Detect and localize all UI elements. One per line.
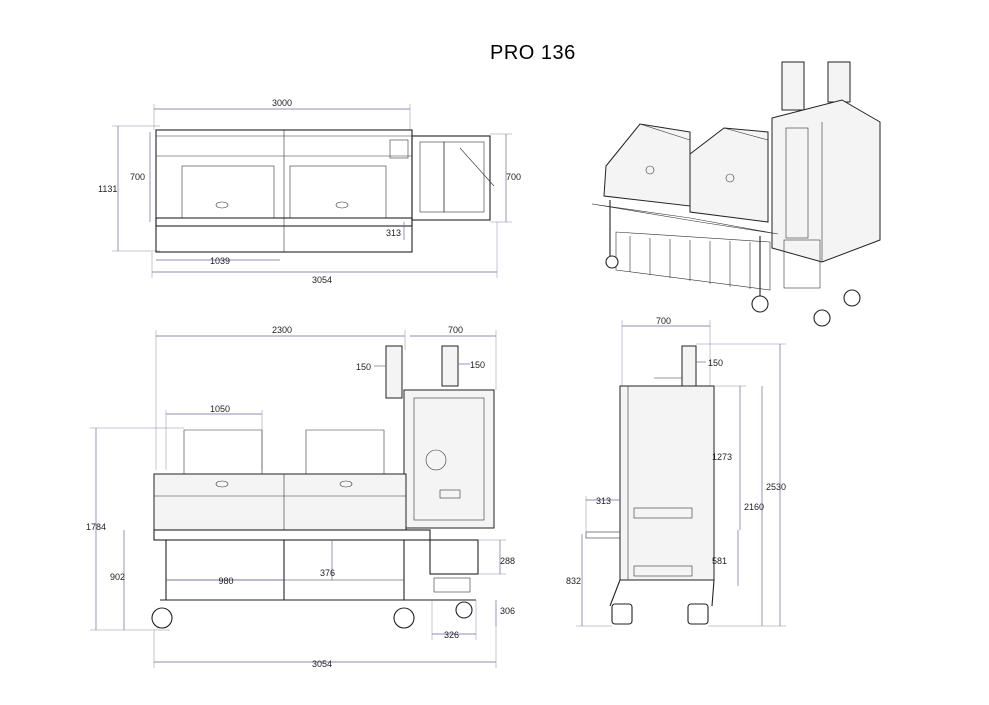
front-dim-376: 376	[320, 568, 335, 578]
front-dim-902: 902	[110, 572, 125, 582]
front-dim-306: 306	[500, 606, 515, 616]
front-dim-980: 980	[218, 576, 233, 586]
side-dim-832: 832	[566, 576, 581, 586]
top-dim-3000: 3000	[272, 98, 292, 108]
side-dim-150: 150	[708, 358, 723, 368]
top-dim-1131: 1131	[98, 184, 117, 194]
top-dim-3054: 3054	[312, 275, 332, 285]
front-dim-1784: 1784	[86, 522, 106, 532]
side-dim-313: 313	[596, 496, 611, 506]
side-dim-2530: 2530	[766, 482, 786, 492]
front-dim-3054: 3054	[312, 659, 332, 669]
top-dim-700-left: 700	[130, 172, 145, 182]
front-dim-1050: 1050	[210, 404, 230, 414]
front-dim-326: 326	[444, 630, 459, 640]
top-dim-1039: 1039	[210, 256, 230, 266]
front-dim-150-left: 150	[356, 362, 371, 372]
front-dim-2300: 2300	[272, 325, 292, 335]
top-view: 3000 1131 700 700	[98, 98, 521, 285]
side-dim-581: 581	[712, 556, 727, 566]
side-dim-1273: 1273	[712, 452, 732, 462]
side-dim-700: 700	[656, 316, 671, 326]
drawing-title: PRO 136	[490, 42, 576, 64]
side-dim-2160: 2160	[744, 502, 764, 512]
side-view: 700 150 313 1273	[566, 316, 786, 627]
front-dim-150-right: 150	[470, 360, 485, 370]
isometric-view	[591, 61, 881, 327]
front-dim-288: 288	[500, 556, 515, 566]
top-dim-700-right: 700	[506, 172, 521, 182]
front-dim-700: 700	[448, 325, 463, 335]
front-view: 2300 700 150 150 1050	[86, 325, 515, 669]
top-dim-313: 313	[386, 228, 401, 238]
